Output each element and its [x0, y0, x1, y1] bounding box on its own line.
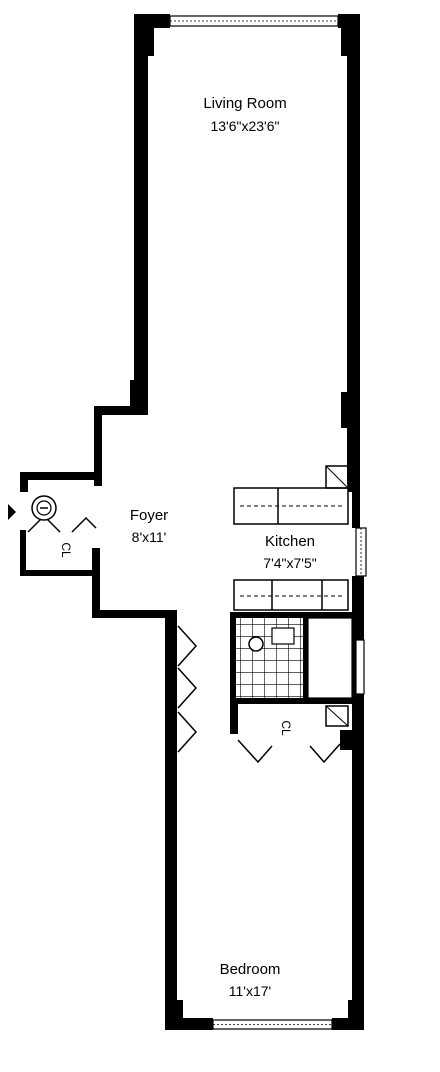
wall-pier-mid-right	[341, 392, 347, 428]
wall-foyer-left-lower	[92, 548, 100, 616]
kitchen-dimensions: 7'4"x7'5"	[263, 555, 316, 571]
hall-closet-door-right	[309, 743, 341, 764]
wall-living-left	[134, 14, 148, 410]
living-room-name: Living Room	[203, 95, 286, 112]
entry-arrow-shape	[8, 504, 16, 520]
wall-jog-3	[94, 406, 102, 486]
foyer-name: Foyer	[130, 507, 168, 524]
wall-entry-top	[20, 472, 102, 480]
hall-closet-label: CL	[279, 720, 293, 736]
kitchen-fridge	[325, 465, 349, 489]
wall-pier-bottom-left	[177, 1000, 183, 1018]
bedroom-dimensions: 11'x17'	[229, 983, 271, 999]
wall-entry-left-lower	[20, 530, 26, 576]
wall-bath-bottom	[230, 698, 352, 704]
entry-closet-door-right	[71, 516, 97, 533]
wall-right-kitchen-upper	[352, 468, 360, 528]
wall-top-left	[134, 14, 170, 28]
wall-pier-top-right	[341, 28, 347, 56]
wall-jog-1	[130, 380, 148, 410]
wall-entry-left	[20, 472, 28, 492]
wall-bath-top	[230, 612, 352, 618]
kitchen-upper-counter	[233, 487, 349, 525]
wall-bedroom-bottom-left	[165, 1018, 213, 1030]
wall-living-right	[347, 14, 360, 484]
wall-entry-bottom	[20, 570, 96, 576]
entry-arrow-icon	[8, 504, 16, 520]
kitchen-lower-counter	[233, 579, 349, 611]
kitchen-fridge-diagonal	[325, 465, 349, 489]
wall-right-kitchen-joint	[348, 484, 360, 492]
wall-bath-left	[230, 612, 236, 702]
window-icon	[169, 15, 367, 1030]
wall-bedroom-left	[165, 610, 177, 1028]
wall-top-right	[338, 14, 360, 28]
bathroom-sink	[271, 627, 295, 645]
wall-closet-right-stub	[340, 730, 352, 750]
wall-pier-bottom-right	[348, 1000, 354, 1018]
hall-corner-box	[325, 705, 349, 727]
gas-meter-icon	[31, 495, 57, 521]
wall-pier-top-left	[148, 28, 154, 56]
wall-bath-divider	[303, 618, 308, 702]
hall-closet-door-left	[237, 739, 273, 764]
entry-closet-label: CL	[59, 542, 73, 558]
bedroom-name: Bedroom	[220, 961, 281, 978]
bathroom-toilet	[248, 636, 264, 652]
wall-foyer-bottom	[92, 610, 172, 618]
bifold-door-1	[177, 625, 198, 667]
kitchen-fixtures	[233, 465, 349, 611]
walls	[20, 14, 364, 1030]
bathroom	[236, 617, 353, 699]
window-bath-right	[355, 639, 365, 695]
hall-corner-box-diagonal	[325, 705, 349, 727]
wall-jog-2	[94, 406, 148, 415]
doors	[27, 514, 349, 764]
bifold-door-2	[177, 667, 198, 709]
foyer-dimensions: 8'x11'	[132, 529, 167, 545]
kitchen-name: Kitchen	[265, 533, 315, 550]
living-room-dimensions: 13'6"x23'6"	[210, 118, 279, 134]
wall-closet-bottom-left	[230, 704, 238, 734]
bathroom-tub	[307, 617, 353, 699]
bifold-door-3	[177, 711, 198, 753]
